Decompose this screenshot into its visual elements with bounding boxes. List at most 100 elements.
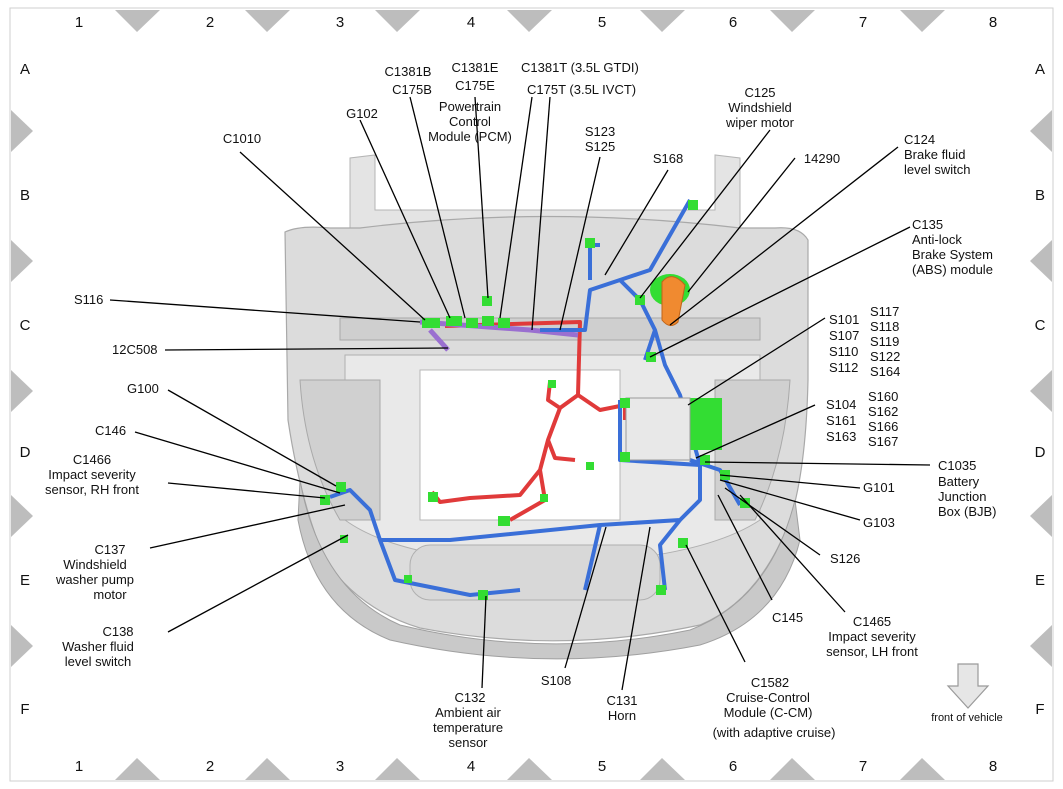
label-s163: S163	[826, 429, 856, 444]
right-border-markers	[1030, 110, 1052, 667]
label-c1582: C1582	[751, 675, 789, 690]
right-headlamp-area	[714, 379, 791, 521]
grid-row-d: D	[20, 444, 31, 461]
label-c1465: C1465	[853, 614, 891, 629]
grille	[409, 544, 661, 601]
label-c132: C132	[454, 690, 485, 705]
component-labels: C1010 G102 C1381B C175B C1381E C175E Pow…	[45, 60, 996, 750]
grid-row-e: E	[20, 572, 30, 589]
label-c138: C138	[102, 624, 133, 639]
label-s108: S108	[541, 673, 571, 688]
label-g101: G101	[863, 480, 895, 495]
label-12c508: 12C508	[112, 342, 158, 357]
label-brake-line2: level switch	[904, 162, 970, 177]
grid-col-8-bottom: 8	[989, 758, 997, 775]
label-s119: S119	[870, 334, 899, 349]
label-washer-fluid-line1: Washer fluid	[62, 639, 134, 654]
label-lh-line1: Impact severity	[828, 629, 916, 644]
grid-col-3: 3	[336, 14, 344, 31]
label-amb-line1: Ambient air	[435, 705, 501, 720]
label-s167: S167	[868, 434, 898, 449]
label-c137: C137	[94, 542, 125, 557]
label-s118: S118	[870, 319, 899, 334]
grid-col-6-bottom: 6	[729, 758, 737, 775]
label-s126: S126	[830, 551, 860, 566]
grid-col-4-bottom: 4	[467, 758, 475, 775]
grid-col-2-bottom: 2	[206, 758, 214, 775]
label-rh-line1: Impact severity	[48, 467, 136, 482]
label-s110: S110	[829, 344, 858, 359]
label-c1381t: C1381T (3.5L GTDI)	[521, 60, 639, 75]
label-c1381e: C1381E	[452, 60, 499, 75]
grid-columns-top: 1 2 3 4 5 6 7 8	[75, 14, 997, 31]
label-abs-line2: Brake System	[912, 247, 993, 262]
bjb-module	[690, 398, 722, 450]
label-c145: C145	[772, 610, 803, 625]
grid-row-b: B	[20, 187, 30, 204]
label-wiper-line2: wiper motor	[725, 115, 795, 130]
grid-row-f-right: F	[1035, 701, 1044, 718]
label-washer-pump-line1: Windshield	[63, 557, 127, 572]
label-lh-line2: sensor, LH front	[826, 644, 918, 659]
label-bjb-line2: Junction	[938, 489, 986, 504]
grid-col-1: 1	[75, 14, 83, 31]
grid-col-8: 8	[989, 14, 997, 31]
label-wiper-line1: Windshield	[728, 100, 792, 115]
label-s117: S117	[870, 304, 899, 319]
bumper-outer	[297, 479, 801, 660]
grid-col-7-bottom: 7	[859, 758, 867, 775]
grid-col-6: 6	[729, 14, 737, 31]
label-brake-line1: Brake fluid	[904, 147, 965, 162]
bottom-border-markers	[115, 758, 945, 780]
label-g102: G102	[346, 106, 378, 121]
label-s160: S160	[868, 389, 898, 404]
label-s107: S107	[829, 328, 859, 343]
label-s116: S116	[74, 292, 103, 307]
label-s125: S125	[585, 139, 615, 154]
label-s104: S104	[826, 397, 856, 412]
label-c175e: C175E	[455, 78, 495, 93]
grid-columns-bottom: 1 2 3 4 5 6 7 8	[75, 758, 997, 775]
left-headlamp-area	[299, 379, 381, 521]
label-c1466: C1466	[73, 452, 111, 467]
label-c146: C146	[95, 423, 126, 438]
label-washer-pump-line3: motor	[93, 587, 127, 602]
label-s161: S161	[826, 413, 856, 428]
label-washer-pump-line2: washer pump	[55, 572, 134, 587]
label-bjb-line1: Battery	[938, 474, 980, 489]
label-pcm-line3: Module (PCM)	[428, 129, 512, 144]
grid-col-3-bottom: 3	[336, 758, 344, 775]
label-s164: S164	[870, 364, 900, 379]
grid-row-e-right: E	[1035, 572, 1045, 589]
grid-col-4: 4	[467, 14, 475, 31]
label-c131: C131	[606, 693, 637, 708]
left-border-markers	[11, 110, 33, 667]
grid-rows-right: A B C D E F	[1035, 61, 1046, 718]
leader-lines	[109, 96, 931, 691]
label-s123: S123	[585, 124, 615, 139]
grid-row-a: A	[20, 61, 30, 78]
grid-row-f: F	[20, 701, 29, 718]
label-c124: C124	[904, 132, 935, 147]
grid-col-5-bottom: 5	[598, 758, 606, 775]
label-14290: 14290	[804, 151, 840, 166]
label-front-of-vehicle: front of vehicle	[931, 712, 1003, 724]
pcm-module	[625, 397, 691, 461]
grid-col-2: 2	[206, 14, 214, 31]
label-c1381b: C1381B	[385, 64, 432, 79]
engine-opening	[419, 369, 621, 521]
label-g103: G103	[863, 515, 895, 530]
label-pcm-line2: Control	[449, 114, 491, 129]
grid-row-b-right: B	[1035, 187, 1045, 204]
label-ccm-line2: Module (C-CM)	[724, 705, 813, 720]
grid-row-c-right: C	[1035, 317, 1046, 334]
grid-col-7: 7	[859, 14, 867, 31]
label-rh-line2: sensor, RH front	[45, 482, 139, 497]
top-border-markers	[115, 10, 945, 32]
label-s168: S168	[653, 151, 683, 166]
grid-row-a-right: A	[1035, 61, 1045, 78]
label-abs-line1: Anti-lock	[912, 232, 962, 247]
front-of-vehicle-indicator: front of vehicle	[931, 663, 1003, 724]
harness-red	[430, 320, 627, 522]
